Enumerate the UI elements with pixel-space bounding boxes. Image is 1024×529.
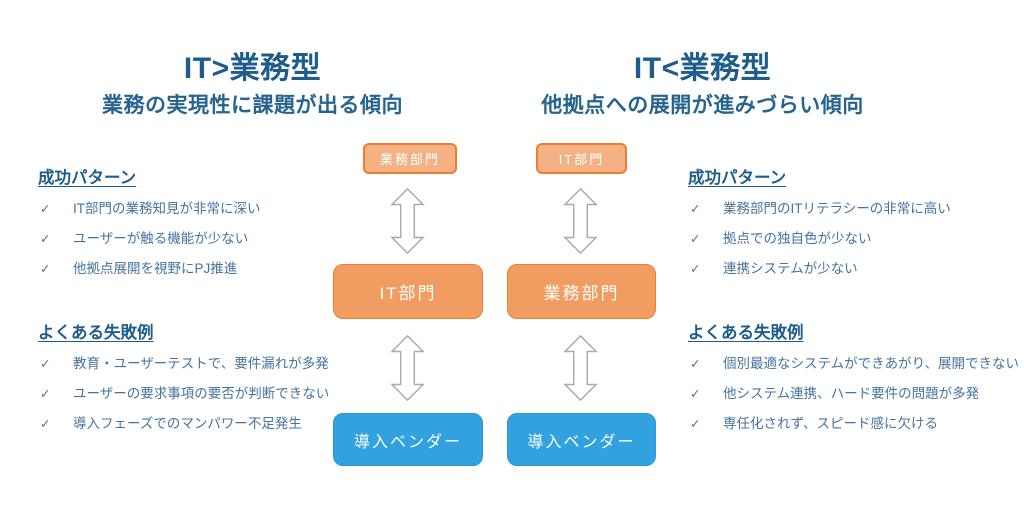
check-icon: ✓ [690,232,701,246]
list-item-label: ユーザーの要求事項の要否が判断できない [73,386,330,401]
list-item: ✓ 個別最適なシステムができあがり、展開できない [690,356,1019,372]
left-title: IT>業務型 [183,52,322,85]
left-success-heading: 成功パターン [38,169,137,187]
check-icon: ✓ [40,417,51,431]
left-bottom-box: 導入ベンダー [333,413,483,466]
right-header: IT<業務型 他拠点への展開が進みづらい傾向 [500,52,905,119]
right-top-box: IT部門 [536,143,627,174]
list-item-label: 連携システムが少ない [723,261,858,276]
left-top-box: 業務部門 [363,143,457,174]
right-failure-heading: よくある失敗例 [688,324,804,342]
check-icon: ✓ [40,262,51,276]
list-item: ✓ ユーザーが触る機能が少ない [40,231,248,247]
list-item: ✓ 専任化されず、スピード感に欠ける [690,416,938,432]
list-item: ✓ 業務部門のITリテラシーの非常に高い [690,201,951,217]
check-icon: ✓ [690,357,701,371]
list-item-label: 個別最適なシステムができあがり、展開できない [723,356,1020,371]
list-item-label: 専任化されず、スピード感に欠ける [723,416,939,431]
right-title: IT<業務型 [633,52,772,85]
list-item-label: 教育・ユーザーテストで、要件漏れが多発 [73,356,329,371]
check-icon: ✓ [40,357,51,371]
list-item: ✓ 連携システムが少ない [690,261,858,277]
list-item-label: 業務部門のITリテラシーの非常に高い [723,201,951,216]
list-item: ✓ ユーザーの要求事項の要否が判断できない [40,386,329,402]
double-arrow-icon [390,187,425,255]
left-header: IT>業務型 業務の実現性に課題が出る傾向 [45,52,460,119]
check-icon: ✓ [690,262,701,276]
list-item: ✓ 導入フェーズでのマンパワー不足発生 [40,416,302,432]
right-subtitle: 他拠点への展開が進みづらい傾向 [541,94,864,117]
check-icon: ✓ [690,387,701,401]
list-item-label: 他拠点展開を視野にPJ推進 [73,261,238,276]
list-item-label: ユーザーが触る機能が少ない [73,231,249,246]
list-item: ✓ 他拠点展開を視野にPJ推進 [40,261,237,277]
left-failure-heading: よくある失敗例 [38,324,154,342]
check-icon: ✓ [40,387,51,401]
left-subtitle: 業務の実現性に課題が出る傾向 [102,94,403,117]
list-item: ✓ 拠点での独自色が少ない [690,231,872,247]
check-icon: ✓ [690,417,701,431]
right-bottom-box: 導入ベンダー [507,413,656,466]
check-icon: ✓ [690,202,701,216]
double-arrow-icon [390,334,425,402]
check-icon: ✓ [40,232,51,246]
list-item-label: 導入フェーズでのマンパワー不足発生 [73,416,302,431]
right-success-heading: 成功パターン [688,169,787,187]
double-arrow-icon [563,187,598,255]
right-middle-box: 業務部門 [507,264,656,319]
list-item: ✓ 他システム連携、ハード要件の問題が多発 [690,386,979,402]
list-item-label: IT部門の業務知見が非常に深い [73,201,261,216]
list-item-label: 他システム連携、ハード要件の問題が多発 [723,386,980,401]
list-item-label: 拠点での独自色が少ない [723,231,872,246]
double-arrow-icon [563,334,598,402]
list-item: ✓ 教育・ユーザーテストで、要件漏れが多発 [40,356,329,372]
list-item: ✓ IT部門の業務知見が非常に深い [40,201,261,217]
check-icon: ✓ [40,202,51,216]
left-middle-box: IT部門 [333,264,483,319]
